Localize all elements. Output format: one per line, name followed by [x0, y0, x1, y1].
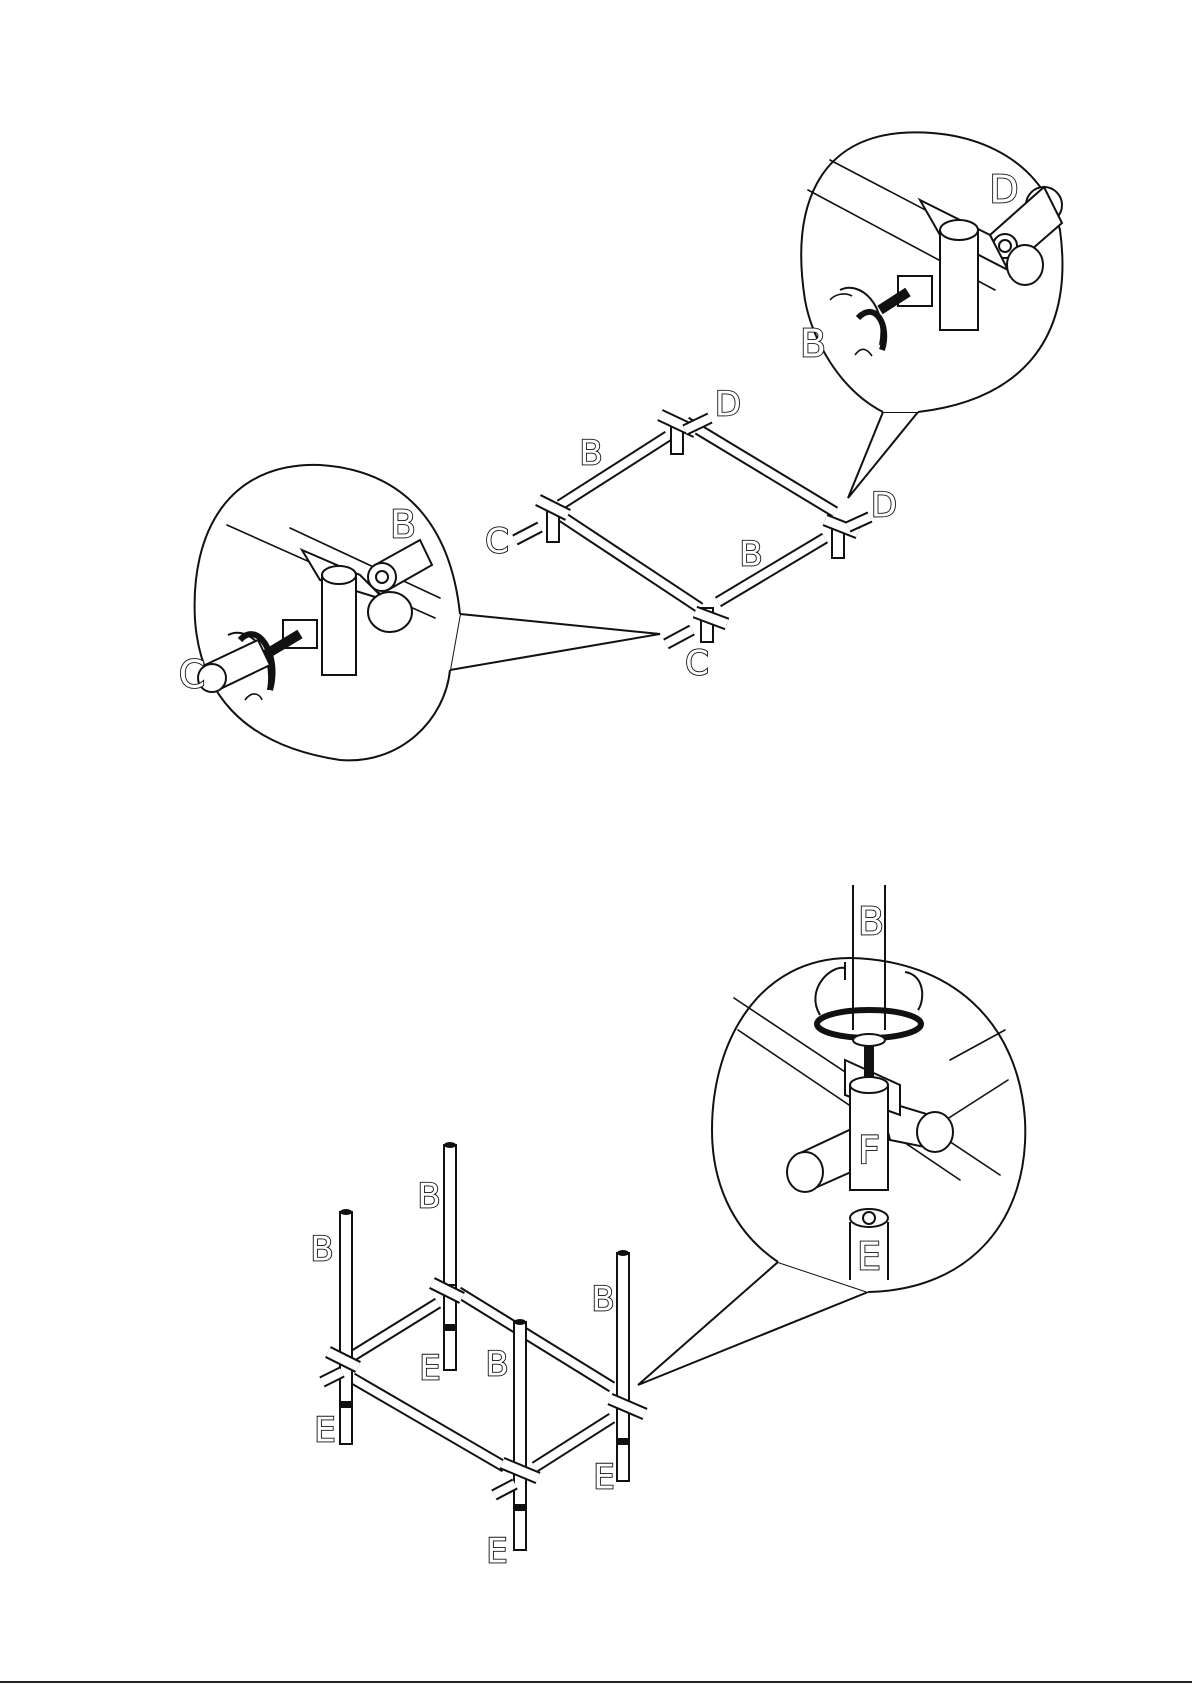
detail-left-callout: B C	[179, 465, 660, 760]
frame-label-b4: B	[591, 1280, 614, 1320]
frame-label-d-right: D	[871, 486, 897, 526]
step1-group: D B B	[179, 132, 1063, 760]
detail-right-label-d: D	[989, 168, 1018, 212]
frame-label-b-left: B	[579, 434, 602, 474]
step2-frame: B B B B E E E E	[310, 1142, 645, 1572]
detail-right-callout: D B	[800, 132, 1062, 498]
frame-label-c-bottom: C	[685, 644, 709, 684]
frame-label-b3: B	[485, 1345, 508, 1385]
detail-step2-callout: B F E	[638, 885, 1025, 1385]
frame-label-b1: B	[310, 1230, 333, 1270]
frame-label-e2: E	[419, 1349, 440, 1389]
frame-label-e1: E	[314, 1411, 335, 1451]
frame-label-c-left: C	[485, 522, 509, 562]
frame-label-e3: E	[486, 1532, 507, 1572]
frame-label-b2: B	[417, 1177, 440, 1217]
detail-step2-label-e: E	[857, 1235, 881, 1279]
detail-left-label-c: C	[179, 653, 206, 697]
step2-group: B F E	[310, 885, 1025, 1572]
bottom-rule	[0, 1681, 1192, 1683]
frame-label-b-right: B	[739, 535, 762, 575]
detail-step2-label-f: F	[858, 1129, 880, 1173]
frame-label-e4: E	[593, 1458, 614, 1498]
detail-left-label-b: B	[390, 503, 416, 547]
frame-label-d-top: D	[715, 385, 741, 425]
detail-right-label-b: B	[800, 322, 826, 366]
detail-step2-label-b: B	[858, 900, 884, 944]
